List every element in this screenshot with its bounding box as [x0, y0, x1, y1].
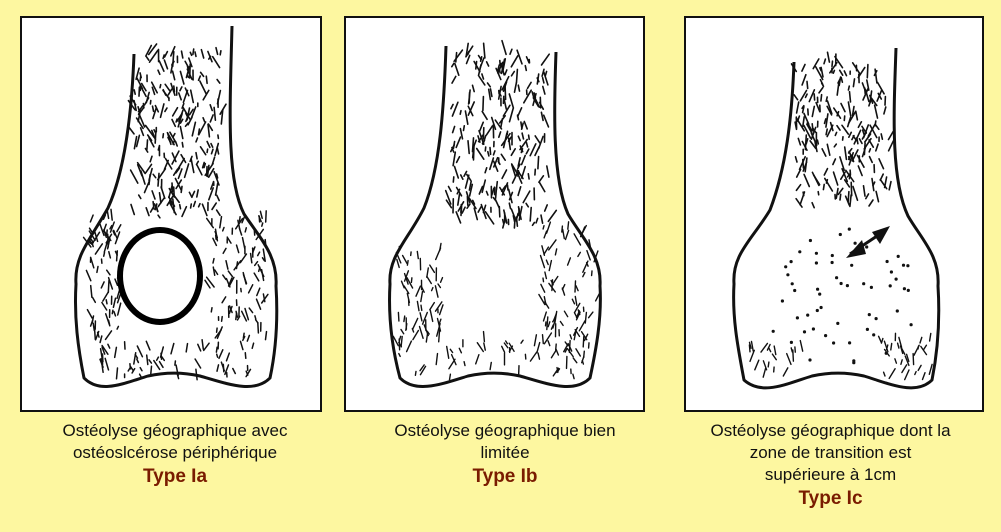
caption-description-line1: Ostéolyse géographique bien [340, 420, 670, 442]
bone-outline [734, 48, 939, 388]
type-label: Type Ib [340, 464, 670, 490]
caption-description-line1: Ostéolyse géographique dont la [660, 420, 1001, 442]
bone-outline [389, 46, 600, 387]
caption-description-line2: limitée [340, 442, 670, 464]
trabecular-texture [749, 52, 932, 379]
caption-description-line1: Ostéolyse géographique avec [0, 420, 350, 442]
transition-zone-arrow [846, 226, 890, 258]
caption-description-line2: zone de transition est [660, 442, 1001, 464]
type-label: Type Ia [0, 464, 350, 490]
lytic-lesion [120, 230, 200, 322]
bone-drawing-type-ic [686, 18, 982, 410]
caption-type-ic: Ostéolyse géographique dont la zone de t… [660, 420, 1001, 512]
panel-type-ib [344, 16, 645, 412]
trabecular-texture [84, 44, 268, 380]
type-label: Type Ic [660, 486, 1001, 512]
caption-type-ib: Ostéolyse géographique bien limitée Type… [340, 420, 670, 490]
bone-drawing-type-ib [346, 18, 643, 410]
panel-type-ia [20, 16, 322, 412]
panel-type-ic [684, 16, 984, 412]
bone-outline [75, 26, 276, 387]
bone-drawing-type-ia [22, 18, 320, 410]
caption-description-line3: supérieure à 1cm [660, 464, 1001, 486]
caption-description-line2: ostéoslcérose périphérique [0, 442, 350, 464]
caption-type-ia: Ostéolyse géographique avec ostéoslcéros… [0, 420, 350, 490]
